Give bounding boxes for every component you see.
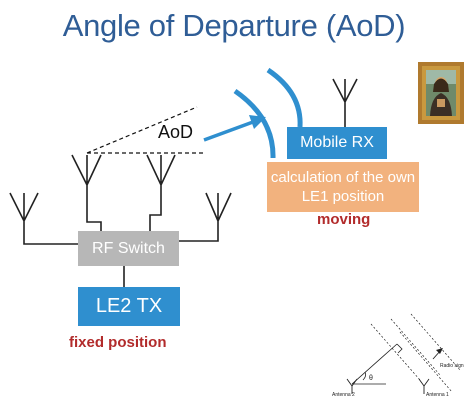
transmitter-status: fixed position: [69, 334, 167, 351]
antenna-icon: [179, 192, 232, 242]
inset-antenna-1-label: Antenna 1: [426, 392, 449, 398]
rf-switch-box: RF Switch: [78, 231, 179, 266]
inset-antenna-geometry: [346, 313, 461, 394]
antenna-icon: [332, 78, 358, 127]
receiver-status: moving: [317, 211, 371, 228]
position-calculation-box: calculation of the own LE1 position: [267, 162, 419, 212]
arrow-icon: [203, 115, 266, 142]
le2-tx-box: LE2 TX: [78, 287, 180, 326]
mona-lisa-painting-icon: [418, 62, 464, 124]
aod-label: AoD: [158, 122, 194, 142]
inset-theta-label: θ: [369, 375, 373, 382]
inset-antenna-2-label: Antenna 2: [332, 392, 355, 398]
inset-signal-label: Radio sign: [440, 363, 464, 369]
aod-angle-lines: [86, 106, 205, 154]
page-title: Angle of Departure (AoD): [62, 8, 406, 43]
antenna-icon: [146, 154, 176, 231]
antenna-icon: [71, 154, 102, 231]
radio-wave-icon: [233, 67, 303, 159]
mobile-rx-box: Mobile RX: [287, 127, 387, 159]
antenna-icon: [9, 192, 78, 245]
